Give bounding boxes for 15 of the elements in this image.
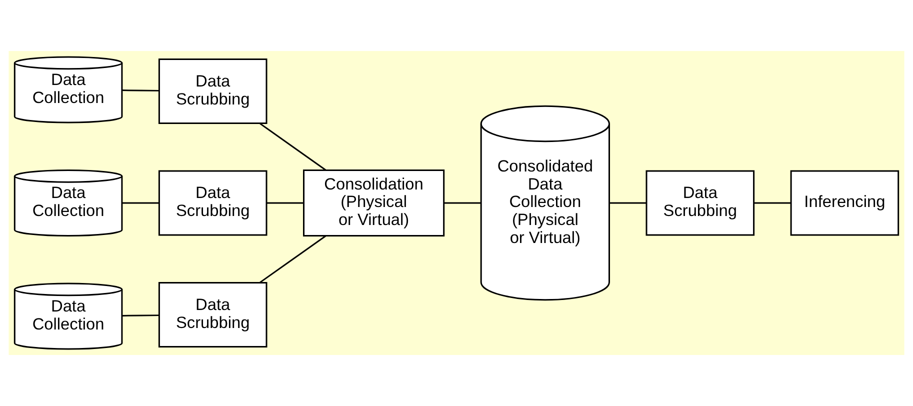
connector	[609, 202, 646, 204]
node-box: Consolidation (Physical or Virtual)	[303, 169, 445, 237]
connector	[260, 122, 326, 171]
node-box: Data Scrubbing	[158, 58, 268, 124]
connector	[122, 202, 159, 204]
connector	[122, 90, 159, 92]
connector	[122, 314, 159, 316]
node-box: Data Scrubbing	[646, 170, 755, 236]
connector	[754, 202, 791, 204]
connector	[266, 202, 304, 204]
node-box: Data Scrubbing	[158, 170, 268, 236]
node-box: Data Scrubbing	[158, 282, 268, 348]
connector	[444, 202, 482, 204]
node-box: Inferencing	[790, 170, 900, 236]
connector	[260, 235, 326, 284]
